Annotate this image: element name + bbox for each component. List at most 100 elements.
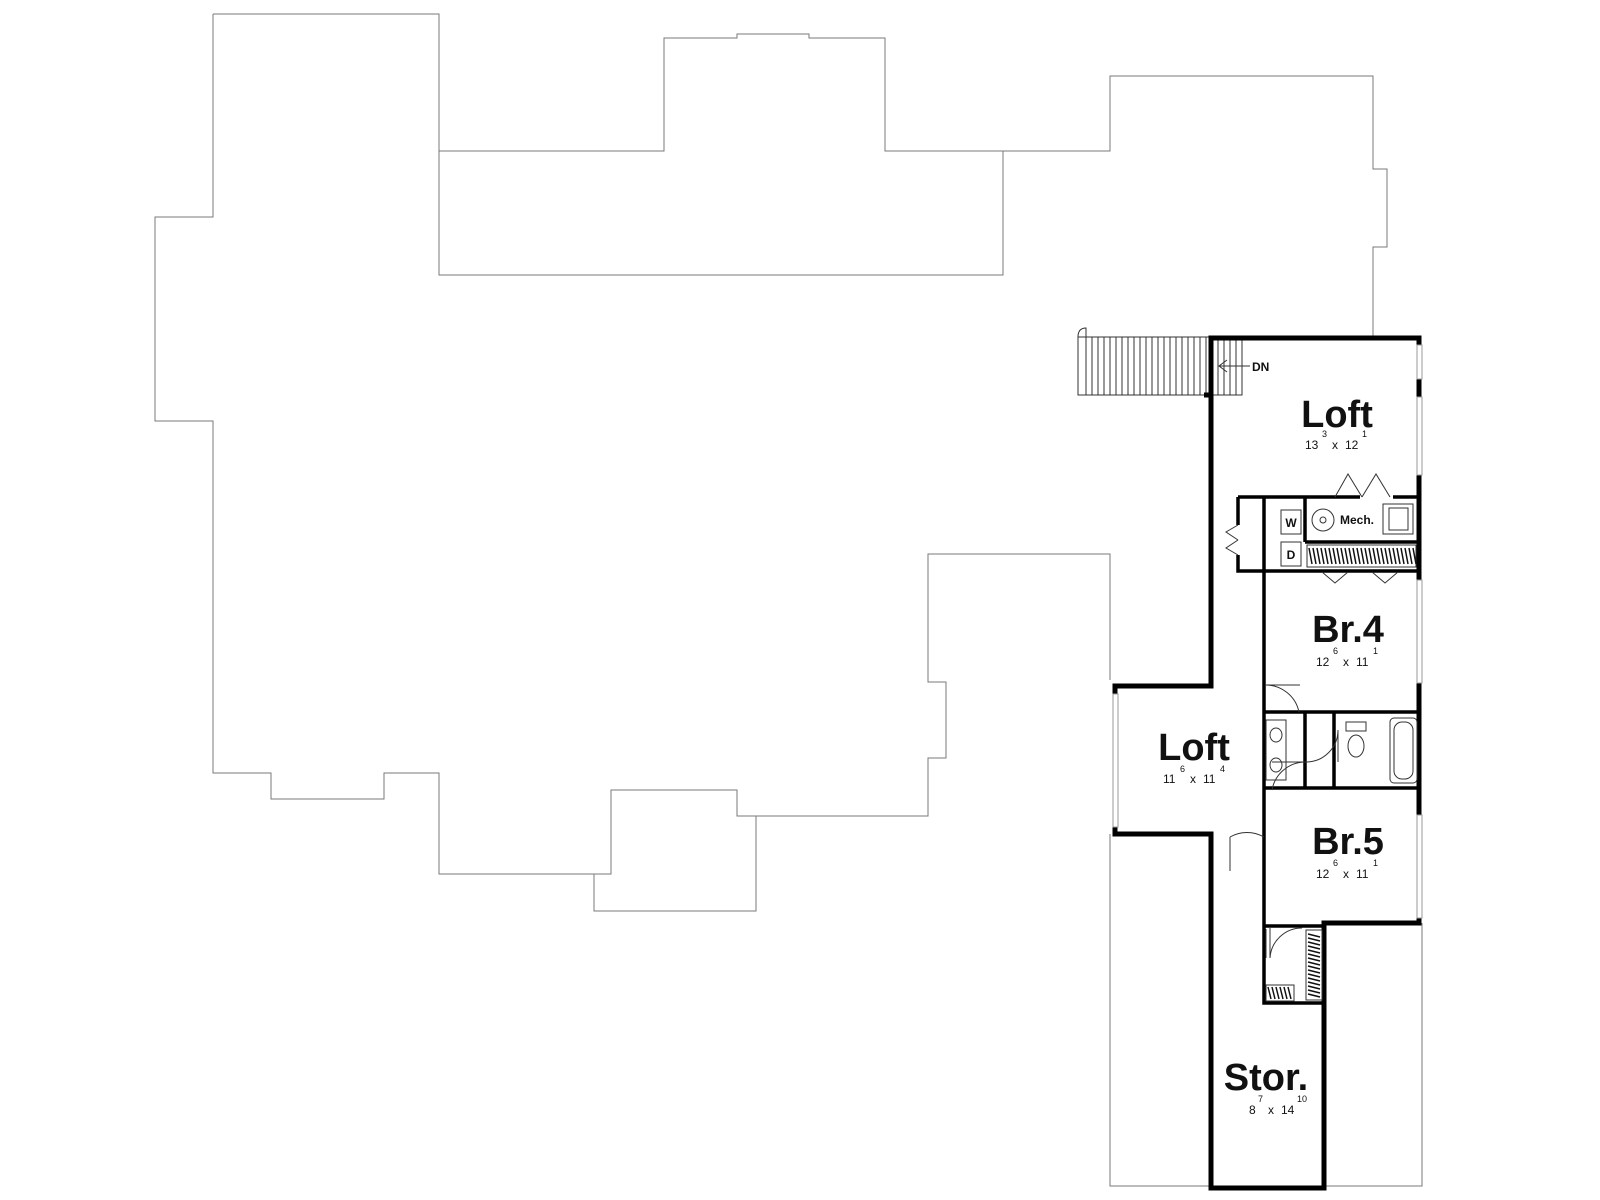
- room-br4: Br.4 12 6 x 11 1: [1312, 609, 1384, 669]
- room-dim-h: 14: [1281, 1103, 1295, 1117]
- lower-floor-outline: [154, 13, 1423, 1187]
- room-name: Br.5: [1312, 821, 1384, 863]
- room-dim-h: 11: [1356, 867, 1369, 881]
- closet-hanger: [1307, 965, 1321, 970]
- closet-hanger: [1388, 547, 1393, 565]
- stair-label: DN: [1252, 360, 1269, 374]
- svg-text:1: 1: [1373, 646, 1378, 656]
- washer-label: W: [1285, 516, 1297, 530]
- closet-hanger: [1344, 547, 1349, 565]
- closet-hanger: [1380, 547, 1385, 565]
- svg-text:x: x: [1343, 655, 1349, 669]
- room-dim-w: 12: [1316, 867, 1330, 881]
- closet-hanger: [1332, 547, 1337, 565]
- room-dim-w: 8: [1249, 1103, 1256, 1117]
- closet-hanger: [1392, 547, 1397, 565]
- room-br5: Br.5 12 6 x 11 1: [1312, 821, 1384, 881]
- fixtures: W D Mech.: [1265, 503, 1418, 1002]
- closet-hanger: [1307, 981, 1321, 986]
- svg-text:1: 1: [1362, 429, 1367, 439]
- svg-text:x: x: [1332, 438, 1338, 452]
- closet-hanger: [1396, 547, 1401, 565]
- closet-hanger: [1364, 547, 1369, 565]
- washer: [1280, 509, 1302, 535]
- closet-hanger: [1324, 547, 1329, 565]
- closet-hanger: [1408, 547, 1413, 565]
- room-dim-w: 13: [1305, 438, 1319, 452]
- closet-hanger: [1307, 969, 1321, 974]
- room-storage: Stor. 8 7 x 14 10: [1224, 1057, 1308, 1117]
- upper-floor-walls: [1112, 335, 1422, 1191]
- closet-hanger: [1360, 547, 1365, 565]
- room-dim-h: 11: [1203, 772, 1216, 786]
- closet-hanger: [1307, 961, 1321, 966]
- svg-text:x: x: [1190, 772, 1196, 786]
- svg-text:7: 7: [1258, 1094, 1263, 1104]
- stair-arrow-head: [1218, 359, 1228, 373]
- closet-hanger: [1316, 547, 1321, 565]
- mech-label: Mech.: [1340, 513, 1374, 527]
- room-dim-w: 11: [1163, 772, 1176, 786]
- closet-hanger: [1307, 993, 1321, 998]
- closet-hanger: [1376, 547, 1381, 565]
- closet-hanger: [1267, 986, 1272, 1000]
- closet-hanger: [1279, 986, 1284, 1000]
- closet-hanger: [1320, 547, 1325, 565]
- closet-hanger: [1356, 547, 1361, 565]
- closet-hanger: [1404, 547, 1409, 565]
- room-dim-h: 11: [1356, 655, 1369, 669]
- stairs: DN: [1077, 327, 1269, 396]
- svg-text:6: 6: [1180, 764, 1185, 774]
- closet-hanger: [1275, 986, 1280, 1000]
- closet-hanger: [1271, 986, 1276, 1000]
- windows: [1112, 344, 1423, 919]
- room-name: Stor.: [1224, 1057, 1308, 1099]
- room-loft-lower: Loft 11 6 x 11 4: [1158, 727, 1230, 786]
- closet-hanger: [1307, 977, 1321, 982]
- closet-hanger: [1348, 547, 1353, 565]
- closet-hanger: [1307, 973, 1321, 978]
- svg-text:x: x: [1343, 867, 1349, 881]
- dryer: [1280, 541, 1302, 567]
- svg-text:4: 4: [1220, 764, 1225, 774]
- closet-hanger: [1307, 945, 1321, 950]
- svg-text:6: 6: [1333, 858, 1338, 868]
- closet-hanger: [1307, 985, 1321, 990]
- closet-hanger: [1307, 989, 1321, 994]
- closet-hanger: [1307, 957, 1321, 962]
- closet-hanger: [1368, 547, 1373, 565]
- room-name: Loft: [1301, 394, 1373, 436]
- closet-hanger: [1287, 986, 1292, 1000]
- water-heater: [1311, 508, 1335, 532]
- closet-hanger: [1307, 953, 1321, 958]
- room-name: Br.4: [1312, 609, 1384, 651]
- svg-text:3: 3: [1322, 429, 1327, 439]
- svg-text:1: 1: [1373, 858, 1378, 868]
- closet-hanger: [1328, 547, 1333, 565]
- closet-hanger: [1307, 933, 1321, 938]
- closet-hanger: [1412, 547, 1417, 565]
- room-dim-h: 12: [1345, 438, 1359, 452]
- room-labels: Loft 13 3 x 12 1 Br.4 12 6 x 11 1 Loft 1…: [1158, 394, 1384, 1117]
- dryer-label: D: [1287, 548, 1296, 562]
- room-dim-w: 12: [1316, 655, 1330, 669]
- svg-text:6: 6: [1333, 646, 1338, 656]
- closet-hanger: [1372, 547, 1377, 565]
- svg-text:10: 10: [1297, 1094, 1307, 1104]
- closet-hanger: [1307, 937, 1321, 942]
- closet-hanger: [1340, 547, 1345, 565]
- room-loft-upper: Loft 13 3 x 12 1: [1301, 394, 1373, 452]
- closet-hanger: [1307, 949, 1321, 954]
- closet-hanger: [1312, 547, 1317, 565]
- room-name: Loft: [1158, 727, 1230, 769]
- closet-hanger: [1283, 986, 1288, 1000]
- utility-sink: [1382, 503, 1414, 535]
- closet-hanger: [1307, 941, 1321, 946]
- closet-hanger: [1308, 547, 1313, 565]
- svg-text:x: x: [1268, 1103, 1274, 1117]
- doors: [1225, 473, 1399, 959]
- closet-hanger: [1336, 547, 1341, 565]
- closet-hanger: [1384, 547, 1389, 565]
- closet-hanger: [1352, 547, 1357, 565]
